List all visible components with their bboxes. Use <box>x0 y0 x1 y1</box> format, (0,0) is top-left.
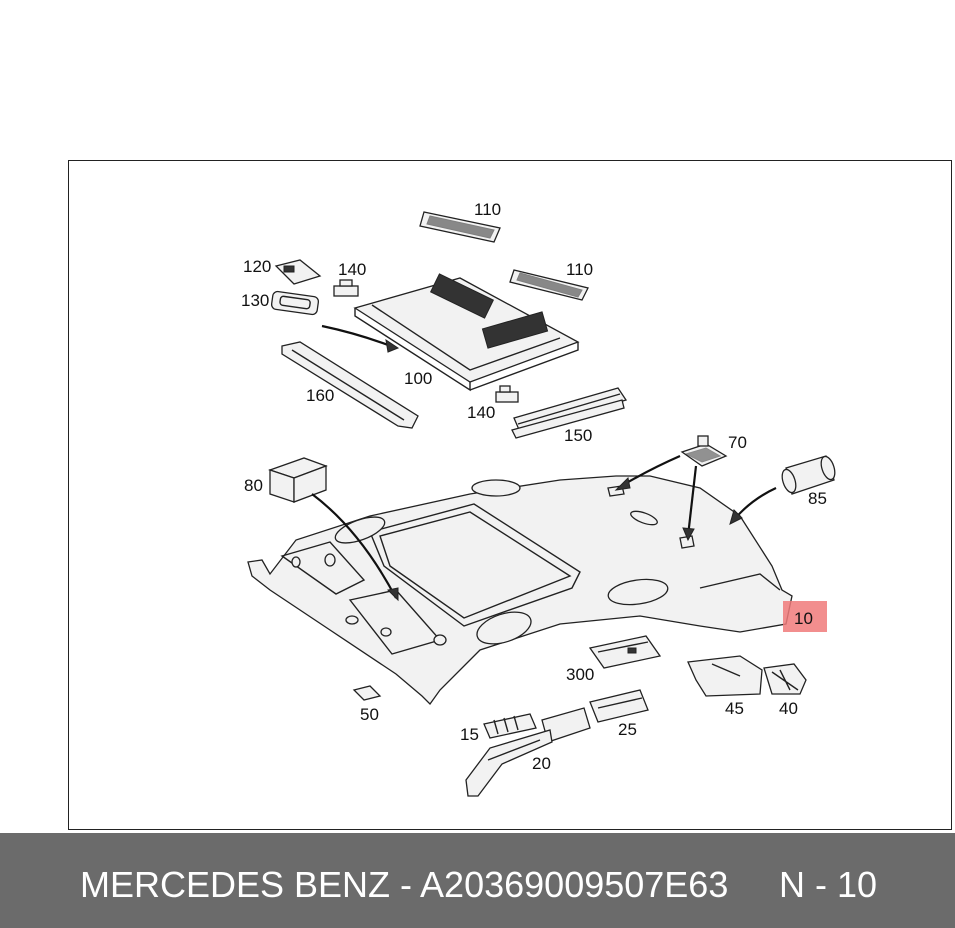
label-20: 20 <box>532 754 551 773</box>
filter-110-right-part <box>509 269 589 301</box>
footer-brand-part-number: MERCEDES BENZ - A20369009507E63 <box>80 864 729 905</box>
label-70: 70 <box>728 433 747 452</box>
label-15: 15 <box>460 725 479 744</box>
label-120: 120 <box>243 257 271 276</box>
guide-150-part <box>511 387 628 439</box>
label-80: 80 <box>244 476 263 495</box>
diagram-frame <box>68 160 952 830</box>
label-40: 40 <box>779 699 798 718</box>
label-85: 85 <box>808 489 827 508</box>
label-10: 10 <box>794 609 813 628</box>
label-150: 150 <box>564 426 592 445</box>
clip-140-bottom-part <box>495 385 519 403</box>
label-25: 25 <box>618 720 637 739</box>
trim-25-part <box>589 689 649 723</box>
label-100: 100 <box>404 369 432 388</box>
strip-15-part <box>483 713 537 739</box>
headliner-10-part <box>247 475 793 706</box>
sunroof-panel-part <box>353 273 580 392</box>
trim-20-part <box>465 707 591 797</box>
label-50: 50 <box>360 705 379 724</box>
label-110-right: 110 <box>566 260 593 279</box>
clip-50-part <box>352 685 382 701</box>
tube-85-part <box>781 455 836 495</box>
rail-160-part <box>281 341 419 429</box>
clip-120-part <box>274 259 322 285</box>
label-140-bottom: 140 <box>467 403 495 422</box>
highlight-box-10 <box>783 601 827 632</box>
footer-bar: MERCEDES BENZ - A20369009507E63 N - 10 <box>0 833 955 928</box>
label-140-top: 140 <box>338 260 366 279</box>
label-45: 45 <box>725 699 744 718</box>
bracket-45-part <box>687 655 763 697</box>
footer-page-ref: N - 10 <box>779 864 878 905</box>
label-130: 130 <box>241 291 269 310</box>
filter-110-top-part <box>419 211 501 243</box>
label-160: 160 <box>306 386 334 405</box>
label-110-top: 110 <box>474 200 501 219</box>
handle-300-part <box>588 635 662 669</box>
label-300: 300 <box>566 665 594 684</box>
clip-140-top-part <box>333 279 359 297</box>
frame-130-part <box>270 290 320 316</box>
module-70-part <box>680 435 728 467</box>
pad-80-part <box>267 457 328 503</box>
bracket-40-part <box>763 663 807 695</box>
